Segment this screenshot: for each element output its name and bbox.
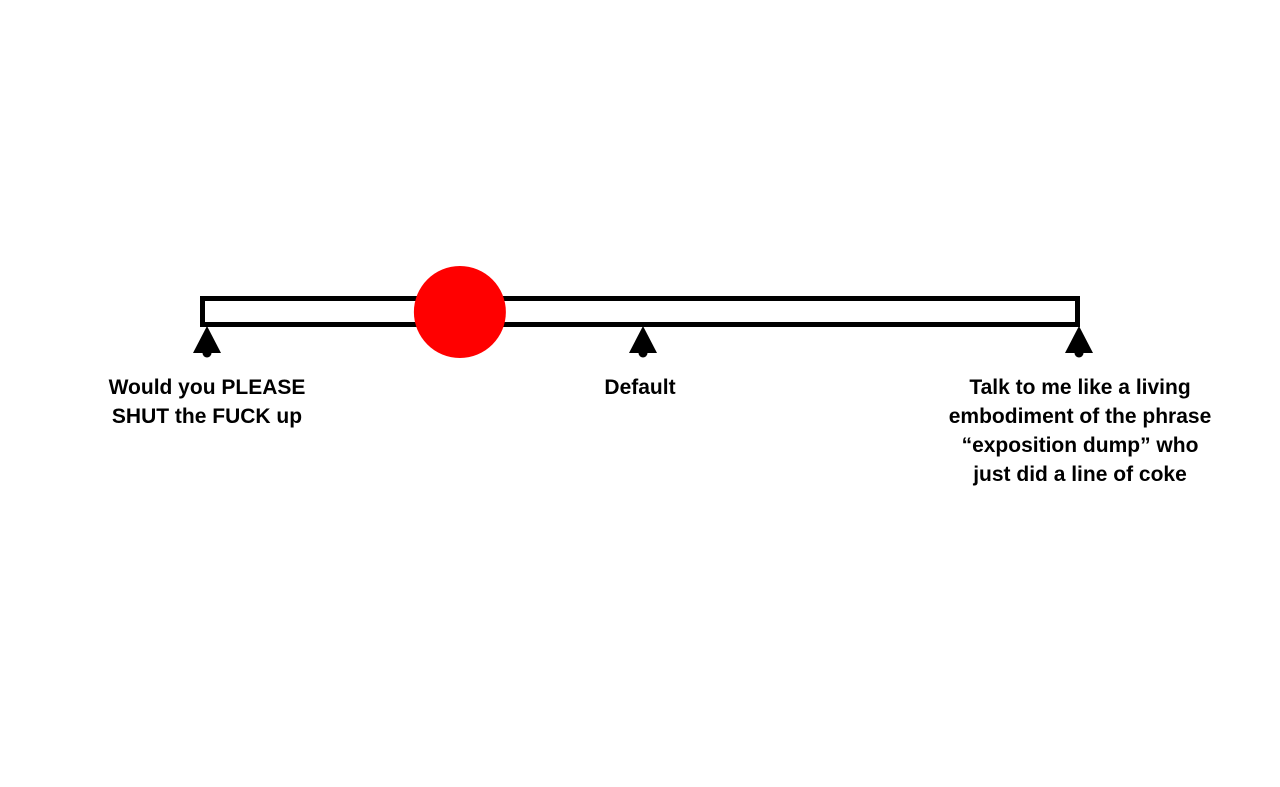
slider-knob[interactable] <box>413 266 506 358</box>
tick-label-maximum: Talk to me like a living embodiment of t… <box>948 376 1212 486</box>
slider-track[interactable] <box>200 296 1080 327</box>
tick-label-minimum: Would you PLEASE SHUT the FUCK up <box>108 376 306 428</box>
tick-marker-default-dot-icon <box>638 348 648 358</box>
tick-label-default: Default <box>604 376 676 399</box>
tick-marker-default-triangle-icon <box>629 326 657 353</box>
tick-marker-maximum-dot-icon <box>1074 348 1084 358</box>
tick-marker-maximum-triangle-icon <box>1065 326 1093 353</box>
tick-marker-minimum-triangle-icon <box>193 326 221 353</box>
tick-marker-minimum-dot-icon <box>202 348 212 358</box>
